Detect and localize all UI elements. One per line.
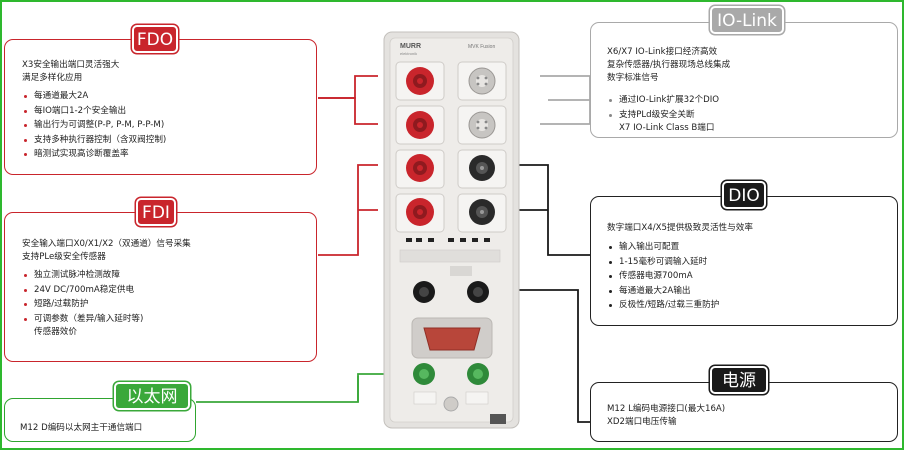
dio-port-x4 <box>457 149 507 189</box>
fdo-bullet: 每通道最大2A <box>22 90 312 103</box>
dio-bullet: 反极性/短路/过载三重防护 <box>607 299 892 312</box>
fdo-bullet: 输出行为可调整(P-P, P-M, P-P-M) <box>22 119 312 132</box>
dio-tag: DIO <box>722 181 766 209</box>
safety-port-x0 <box>395 61 445 101</box>
iolink-tag: IO-Link <box>710 6 784 34</box>
dio-intro-1: 数字端口X4/X5提供极致灵活性与效率 <box>607 223 753 233</box>
fdi-intro-1: 安全输入端口X0/X1/X2（双通道）信号采集 <box>22 239 191 249</box>
ethernet-tag: 以太网 <box>114 382 190 410</box>
fdo-bullet: 每IO端口1-2个安全输出 <box>22 105 312 118</box>
fdo-intro-2: 满足多样化应用 <box>22 73 83 83</box>
iolink-intro-1: X6/X7 IO-Link接口经济高效 <box>607 47 718 57</box>
fdo-bullet: 暗测试实现高诊断覆盖率 <box>22 148 312 161</box>
power-line-2: XD2端口电压传输 <box>607 417 677 427</box>
safety-port-x1 <box>395 105 445 145</box>
iolink-callout <box>590 22 898 138</box>
fdo-intro-1: X3安全输出端口灵活强大 <box>22 60 120 70</box>
iolink-intro-3: 数字标准信号 <box>607 73 659 83</box>
dio-bullet: 1-15毫秒可调输入延时 <box>607 256 892 269</box>
dsub-connector <box>411 317 493 359</box>
power-text: M12 L编码电源接口(最大16A) XD2端口电压传输 <box>607 403 887 429</box>
fdi-tag: FDI <box>136 198 176 226</box>
dio-port-x5 <box>457 193 507 233</box>
iolink-text: X6/X7 IO-Link接口经济高效 复杂传感器/执行器现场总线集成 数字标准… <box>607 46 892 136</box>
fdo-connector-line <box>318 75 378 99</box>
fdi-bullet: 24V DC/700mA稳定供电 <box>22 284 312 297</box>
power-port-xd2 <box>467 281 489 303</box>
fdi-text: 安全输入端口X0/X1/X2（双通道）信号采集 支持PLe级安全传感器 独立测试… <box>22 238 312 340</box>
ethernet-port-xf2 <box>467 363 489 385</box>
device-model: MVK Fusion <box>468 44 495 50</box>
safety-port-x3 <box>395 193 445 233</box>
fdo-tag: FDO <box>132 25 178 53</box>
dio-text: 数字端口X4/X5提供极致灵活性与效率 输入输出可配置 1-15毫秒可调输入延时… <box>607 222 892 314</box>
ethernet-desc: M12 D编码以太网主干通信端口 <box>20 423 143 433</box>
iolink-port-x7 <box>457 105 507 145</box>
iolink-intro-2: 复杂传感器/执行器现场总线集成 <box>607 60 731 70</box>
fdi-callout <box>4 212 317 362</box>
dio-bullet: 每通道最大2A输出 <box>607 285 892 298</box>
device-illustration: MURR elektronik MVK Fusion <box>383 31 520 429</box>
fdo-bullet: 支持多种执行器控制（含双阀控制) <box>22 134 312 147</box>
safety-port-x2 <box>395 149 445 189</box>
power-port-xd1 <box>413 281 435 303</box>
power-tag: 电源 <box>710 366 768 394</box>
ethernet-port-xf1 <box>413 363 435 385</box>
iolink-port-x6 <box>457 61 507 101</box>
iolink-connector-line <box>540 75 591 125</box>
device-brand: MURR <box>400 43 421 50</box>
fdi-bullet: 可调参数（差异/输入延时等)传感器效价 <box>22 313 312 339</box>
iolink-bullet: 通过IO-Link扩展32个DIO <box>607 94 892 107</box>
dio-callout <box>590 196 898 326</box>
power-line-1: M12 L编码电源接口(最大16A) <box>607 404 726 414</box>
device-brand-sub: elektronik <box>400 51 417 56</box>
fdi-intro-2: 支持PLe级安全传感器 <box>22 252 106 262</box>
fdo-text: X3安全输出端口灵活强大 满足多样化应用 每通道最大2A 每IO端口1-2个安全… <box>22 59 312 163</box>
status-led-row <box>399 238 501 276</box>
fdi-bullet: 独立测试脉冲检测故障 <box>22 269 312 282</box>
power-connector-line <box>478 289 590 423</box>
dio-bullet: 输入输出可配置 <box>607 241 892 254</box>
fdi-bullet: 短路/过载防护 <box>22 298 312 311</box>
dio-bullet: 传感器电源700mA <box>607 270 892 283</box>
fdo-connector-line-2 <box>318 97 378 125</box>
